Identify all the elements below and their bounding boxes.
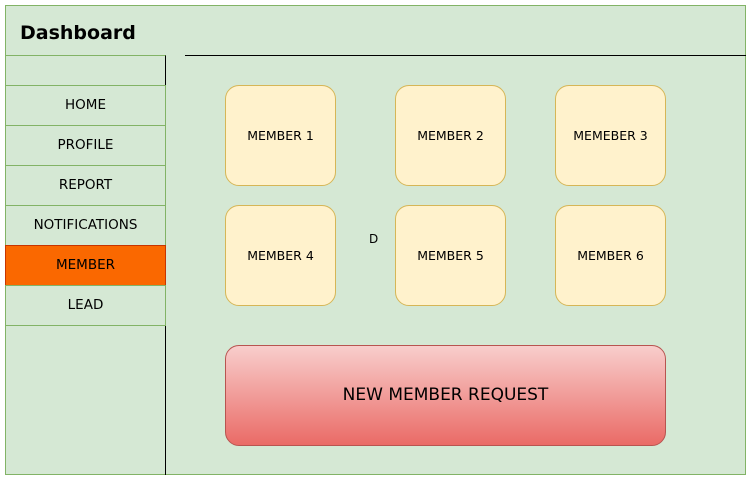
stray-text: D <box>369 232 379 246</box>
header-divider <box>185 55 746 56</box>
member-card-4[interactable]: MEMBER 4 <box>225 205 336 306</box>
page-title: Dashboard <box>20 22 136 44</box>
sidebar-item-lead[interactable]: LEAD <box>5 285 166 326</box>
member-card-2[interactable]: MEMBER 2 <box>395 85 506 186</box>
sidebar-item-notifications[interactable]: NOTIFICATIONS <box>5 205 166 246</box>
sidebar-item-profile[interactable]: PROFILE <box>5 125 166 166</box>
member-card-1[interactable]: MEMBER 1 <box>225 85 336 186</box>
member-card-6[interactable]: MEMBER 6 <box>555 205 666 306</box>
sidebar-item-member[interactable]: MEMBER <box>5 245 166 286</box>
member-card-3[interactable]: MEMEBER 3 <box>555 85 666 186</box>
sidebar-item-home[interactable]: HOME <box>5 85 166 126</box>
sidebar-item-report[interactable]: REPORT <box>5 165 166 206</box>
new-member-request-button[interactable]: NEW MEMBER REQUEST <box>225 345 666 446</box>
member-card-5[interactable]: MEMBER 5 <box>395 205 506 306</box>
